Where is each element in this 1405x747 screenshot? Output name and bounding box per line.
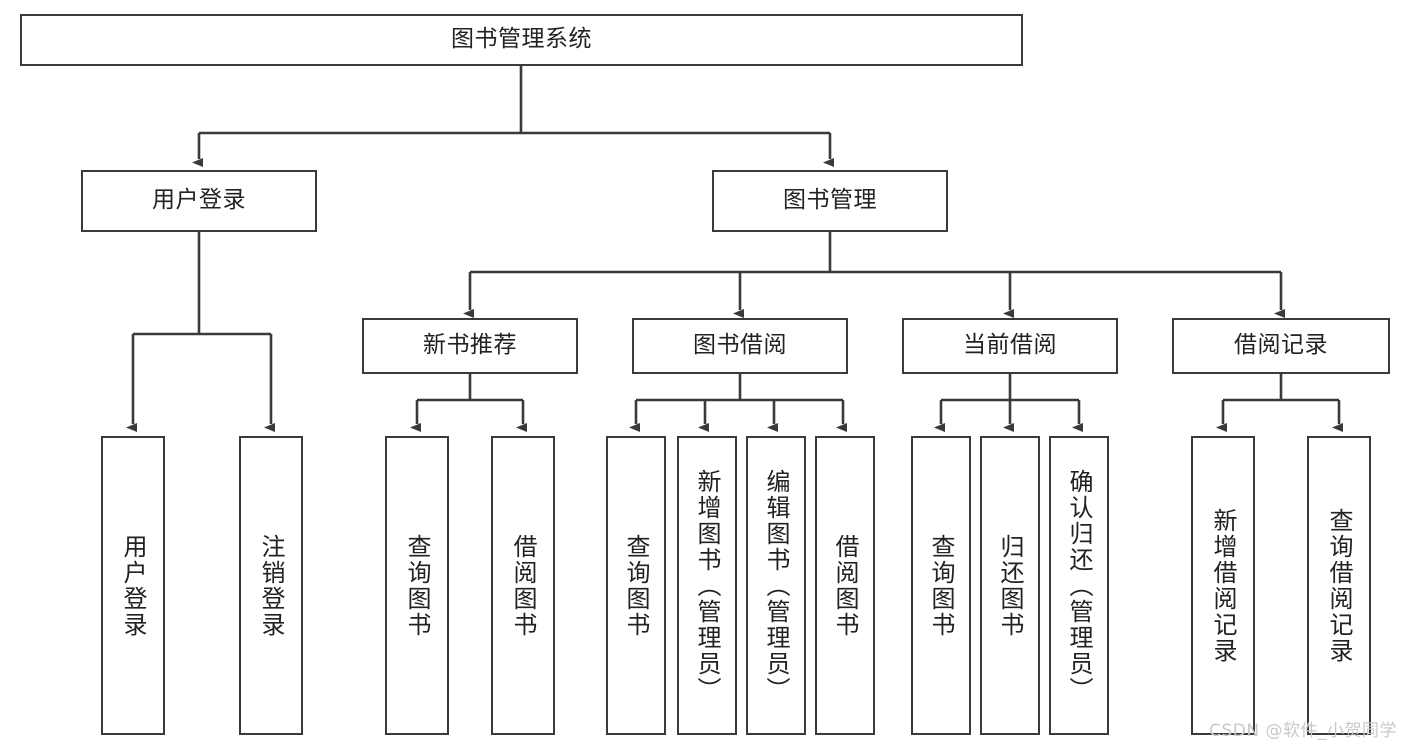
leaf-label: 新增图书（管理员） [693, 468, 721, 703]
leaf-label: 查询借阅记录 [1325, 507, 1353, 664]
leaf-borrow-add-book-admin[interactable]: 新增图书（管理员） [677, 436, 737, 735]
leaf-label: 新增借阅记录 [1209, 507, 1237, 664]
node-new-book-recommend[interactable]: 新书推荐 [362, 318, 578, 374]
node-root-system[interactable]: 图书管理系统 [20, 14, 1023, 66]
leaf-current-confirm-return-admin[interactable]: 确认归还（管理员） [1049, 436, 1109, 735]
leaf-record-query-record[interactable]: 查询借阅记录 [1307, 436, 1371, 735]
leaf-recommend-borrow-book[interactable]: 借阅图书 [491, 436, 555, 735]
node-current-borrow[interactable]: 当前借阅 [902, 318, 1118, 374]
leaf-label: 借阅图书 [831, 533, 859, 638]
leaf-recommend-query-book[interactable]: 查询图书 [385, 436, 449, 735]
leaf-record-add-record[interactable]: 新增借阅记录 [1191, 436, 1255, 735]
leaf-label: 用户登录 [119, 533, 147, 638]
leaf-user-login-logout[interactable]: 注销登录 [239, 436, 303, 735]
leaf-label: 查询图书 [403, 533, 431, 638]
leaf-label: 注销登录 [257, 533, 285, 638]
leaf-user-login-login[interactable]: 用户登录 [101, 436, 165, 735]
leaf-label: 编辑图书（管理员） [762, 468, 790, 703]
leaf-label: 归还图书 [996, 533, 1024, 638]
leaf-label: 借阅图书 [509, 533, 537, 638]
node-borrow-record[interactable]: 借阅记录 [1172, 318, 1390, 374]
leaf-current-return-book[interactable]: 归还图书 [980, 436, 1040, 735]
leaf-borrow-borrow-book[interactable]: 借阅图书 [815, 436, 875, 735]
watermark-text: CSDN @软件_小贺同学 [1209, 721, 1397, 741]
node-user-login[interactable]: 用户登录 [81, 170, 317, 232]
leaf-label: 确认归还（管理员） [1065, 468, 1093, 703]
node-book-borrow[interactable]: 图书借阅 [632, 318, 848, 374]
leaf-borrow-query-book[interactable]: 查询图书 [606, 436, 666, 735]
leaf-label: 查询图书 [622, 533, 650, 638]
leaf-current-query-book[interactable]: 查询图书 [911, 436, 971, 735]
node-book-management[interactable]: 图书管理 [712, 170, 948, 232]
leaf-borrow-edit-book-admin[interactable]: 编辑图书（管理员） [746, 436, 806, 735]
leaf-label: 查询图书 [927, 533, 955, 638]
